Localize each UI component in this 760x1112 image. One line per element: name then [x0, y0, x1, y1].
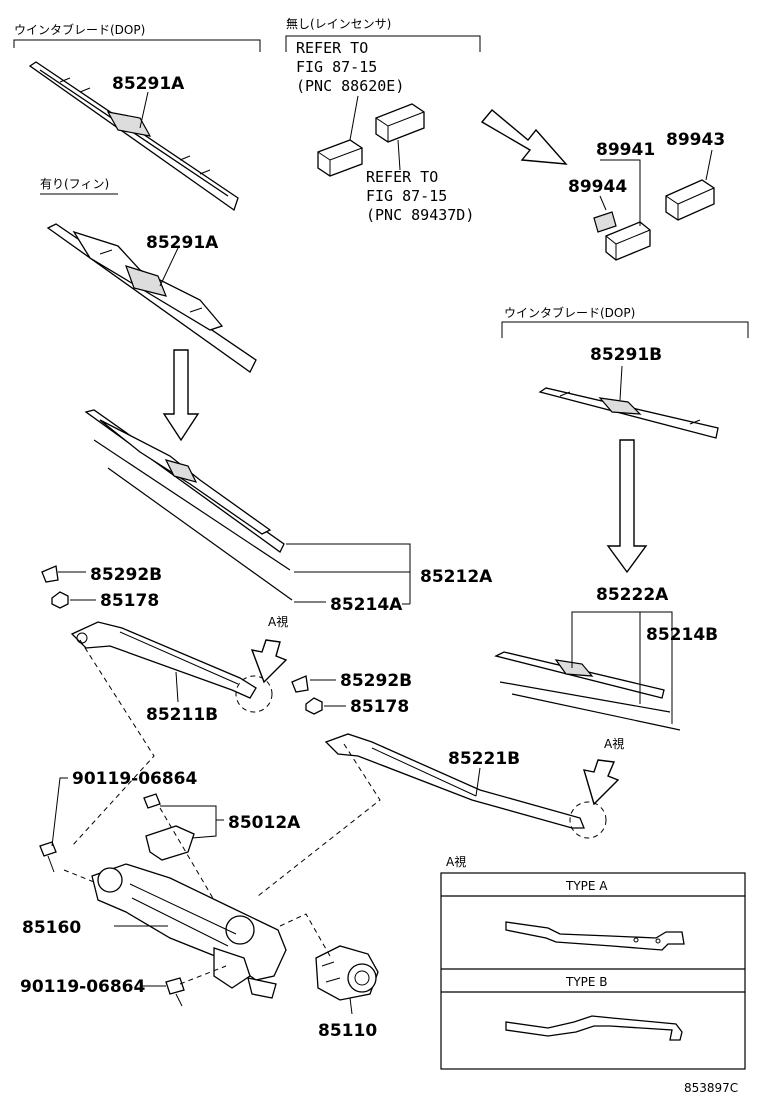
- header-with-fin: 有り(フィン): [40, 177, 118, 195]
- wiper-arm-85221B: 85221B A視: [324, 733, 624, 839]
- svg-text:REFER TO: REFER TO: [366, 168, 438, 186]
- svg-text:89941: 89941: [596, 140, 655, 160]
- svg-text:ウインタブレード(DOP): ウインタブレード(DOP): [504, 305, 635, 320]
- nut-85178-right: 85178: [305, 697, 409, 717]
- down-arrow-left: [162, 349, 200, 442]
- svg-text:85291A: 85291A: [112, 74, 185, 94]
- svg-text:85291B: 85291B: [590, 345, 662, 365]
- winter-blade-85291B: 85291B: [538, 345, 719, 439]
- sensor-part-89943: 89943: [665, 130, 725, 221]
- svg-text:90119-06864: 90119-06864: [20, 977, 146, 997]
- cap-85292B-left: 85292B: [41, 565, 162, 585]
- fin-blade-85291A: 85291A: [46, 223, 257, 373]
- refer-note-88620E: REFER TO FIG 87-15 (PNC 88620E): [296, 39, 404, 95]
- svg-text:有り(フィン): 有り(フィン): [40, 177, 109, 191]
- blade-rubber-85214A: 85214A: [294, 595, 410, 615]
- svg-text:85291A: 85291A: [146, 233, 219, 253]
- svg-text:85221B: 85221B: [448, 749, 520, 769]
- bolt-90119-06864-bottom: 90119-06864: [20, 977, 185, 1007]
- svg-text:ウインタブレード(DOP): ウインタブレード(DOP): [14, 22, 145, 37]
- svg-text:89943: 89943: [666, 130, 725, 150]
- svg-text:85212A: 85212A: [420, 567, 493, 587]
- svg-text:89944: 89944: [568, 177, 627, 197]
- svg-text:85214A: 85214A: [330, 595, 403, 615]
- winter-blade-85291A-top: 85291A: [28, 61, 239, 212]
- svg-text:TYPE A: TYPE A: [565, 879, 608, 893]
- svg-text:85012A: 85012A: [228, 813, 301, 833]
- svg-text:85292B: 85292B: [340, 671, 412, 691]
- bracket-85012A: 85012A: [143, 793, 301, 861]
- header-wiper-blade-dop-left: ウインタブレード(DOP): [13, 22, 261, 52]
- header-no-rain-sensor: 無し(レインセンサ): [285, 16, 481, 52]
- rain-sensor-cover-88620E: [317, 95, 363, 177]
- type-b-arm-tip: [505, 1015, 683, 1041]
- wiper-motor-85110: 85110: [315, 945, 379, 1041]
- down-arrow-right: [606, 439, 648, 574]
- svg-text:85178: 85178: [100, 591, 159, 611]
- svg-text:A視: A視: [446, 854, 466, 869]
- refer-note-89437D: REFER TO FIG 87-15 (PNC 89437D): [366, 168, 474, 224]
- bolt-90119-06864-top: 90119-06864: [39, 769, 198, 873]
- sensor-part-89944: 89944: [568, 177, 627, 233]
- wiper-arm-85211B: 85211B A視: [70, 614, 288, 725]
- svg-text:無し(レインセンサ): 無し(レインセンサ): [286, 16, 391, 31]
- svg-text:FIG 87-15: FIG 87-15: [296, 58, 377, 76]
- svg-text:85292B: 85292B: [90, 565, 162, 585]
- svg-text:90119-06864: 90119-06864: [72, 769, 198, 789]
- wiper-link-85160: 85160: [22, 863, 287, 999]
- svg-text:85178: 85178: [350, 697, 409, 717]
- nut-85178-left: 85178: [51, 591, 159, 611]
- svg-text:85214B: 85214B: [646, 625, 718, 645]
- svg-text:85211B: 85211B: [146, 705, 218, 725]
- figure-id: 853897C: [684, 1081, 738, 1095]
- direction-arrow: [480, 109, 568, 165]
- svg-text:A視: A視: [268, 614, 288, 629]
- blade-assembly-85222A: 85222A 85214B: [494, 585, 718, 731]
- cap-85292B-right: 85292B: [291, 671, 412, 693]
- svg-text:TYPE B: TYPE B: [565, 975, 608, 989]
- svg-text:REFER TO: REFER TO: [296, 39, 368, 57]
- svg-text:(PNC 89437D): (PNC 89437D): [366, 206, 474, 224]
- svg-text:85160: 85160: [22, 918, 81, 938]
- blade-assembly-85212A: 85212A: [84, 409, 493, 604]
- svg-text:A視: A視: [604, 736, 624, 751]
- rain-sensor-cover-89437D: [375, 103, 425, 171]
- view-a-detail-box: A視 TYPE A TYPE B: [440, 854, 746, 1070]
- type-a-arm-tip: [505, 921, 685, 951]
- svg-text:FIG 87-15: FIG 87-15: [366, 187, 447, 205]
- svg-text:(PNC 88620E): (PNC 88620E): [296, 77, 404, 95]
- dashed-leaders: [63, 639, 381, 985]
- header-wiper-blade-dop-right: ウインタブレード(DOP): [501, 305, 749, 338]
- sensor-part-89941: 89941: [596, 140, 655, 261]
- svg-text:85222A: 85222A: [596, 585, 669, 605]
- svg-text:85110: 85110: [318, 1021, 377, 1041]
